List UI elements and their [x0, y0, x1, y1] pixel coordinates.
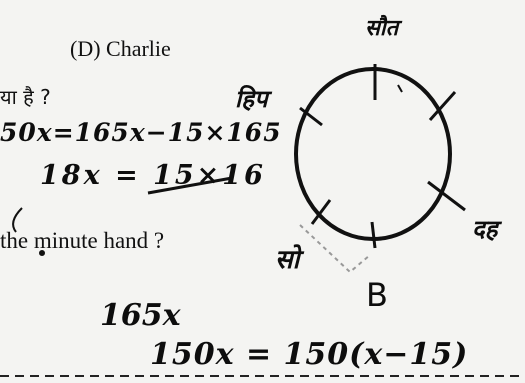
question-fragment: the minute hand ? [0, 228, 165, 253]
clock-tick-top-right [428, 91, 457, 121]
clock-label-left: हिप [235, 85, 268, 113]
handwritten-equation-4: 150x = 150(x−15) [150, 337, 469, 372]
handwritten-equation-3: 165x [100, 298, 181, 333]
clock-label-top: सौत [365, 16, 399, 41]
faint-sector-dashes [299, 224, 371, 274]
hindi-question-fragment: या है ? [0, 85, 51, 109]
option-d-text: (D) Charlie [70, 36, 171, 61]
clock-tick-bottom-right [427, 180, 466, 212]
dot-mark [39, 250, 45, 256]
clock-label-right: दह [472, 215, 498, 243]
clock-tick-top-left [299, 106, 323, 127]
handwritten-equation-1: 50x=165x−15×165 [0, 118, 282, 147]
clock-tick-top-right-inner [397, 84, 403, 93]
clock-tick-bottom-left [310, 199, 332, 225]
clock-label-bottom-left: सो [275, 245, 300, 275]
clock-label-bottom: B [366, 276, 388, 314]
strike-line [147, 176, 233, 195]
handwritten-equation-2: 18x = 15×16 [40, 160, 266, 191]
hook-mark [12, 207, 23, 233]
clock-tick-bottom [370, 221, 377, 249]
